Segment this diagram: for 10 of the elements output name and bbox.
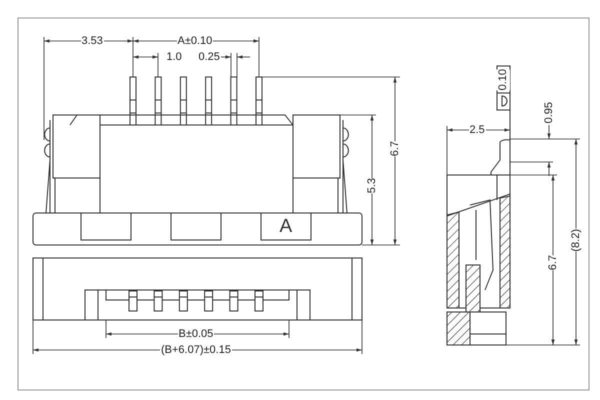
dimension-text: 1.0 bbox=[166, 51, 183, 63]
dimension-text: B±0.05 bbox=[178, 328, 214, 340]
tolerance-value: 0.10 bbox=[496, 68, 510, 90]
dimension-text: A±0.10 bbox=[176, 35, 214, 47]
dimension-text: 0.25 bbox=[198, 51, 221, 63]
dimension-text: (B+6.07)±0.15 bbox=[160, 344, 232, 356]
dimension-text: 2.5 bbox=[468, 124, 486, 136]
part-marking: A bbox=[278, 217, 294, 237]
dimension-text: (8.2) bbox=[569, 228, 583, 252]
dimension-text: 3.53 bbox=[80, 35, 104, 47]
